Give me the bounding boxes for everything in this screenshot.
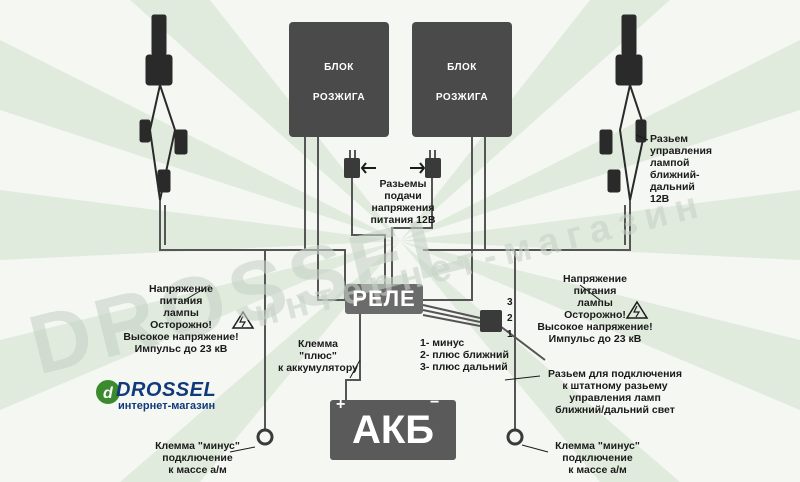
pin-2: 2 xyxy=(507,313,513,324)
high-voltage-warning-icon xyxy=(625,300,649,319)
label-lamp-voltage-left: Напряжение питания лампы Осторожно! Высо… xyxy=(123,283,239,355)
ground-terminal-right xyxy=(506,428,524,446)
unit-right-label-1: БЛОК xyxy=(447,62,477,73)
label-lamp-control: Разьем управления лампой ближний- дальни… xyxy=(650,133,713,205)
svg-text:d: d xyxy=(103,385,114,402)
logo-sub: интернет-магазин xyxy=(118,400,216,412)
pin-3: 3 xyxy=(507,297,513,308)
lamp-right xyxy=(599,14,647,201)
leader-lines xyxy=(184,134,649,453)
unit-left-label-2: РОЗЖИГА xyxy=(312,92,366,103)
label-minus-left: Клемма "минус" подключение к массе а/м xyxy=(155,440,240,476)
ignition-unit-left xyxy=(289,22,389,137)
pin-1: 1 xyxy=(507,329,513,340)
label-lamp-voltage-right: Напряжение питания лампы Осторожно! Высо… xyxy=(537,273,653,345)
relay xyxy=(345,284,423,314)
ignition-unit-right xyxy=(412,22,512,137)
power-connector-arrows xyxy=(360,162,426,174)
label-plus-clamp: Клемма "плюс" к аккумулятору xyxy=(278,338,358,374)
power-connector-left xyxy=(344,158,360,178)
relay-label: РЕЛЕ xyxy=(352,286,416,311)
power-connector-right xyxy=(425,158,441,178)
label-connector-desc: Разьем для подключения к штатному разьем… xyxy=(547,368,683,416)
control-connector xyxy=(480,310,502,332)
lamp-left xyxy=(139,14,188,201)
label-wires-legend: 1- минус 2- плюс ближний 3- плюс дальний xyxy=(420,337,509,373)
battery-minus-sign: − xyxy=(430,394,440,411)
unit-right-label-2: РОЗЖИГА xyxy=(435,92,489,103)
unit-left-label-1: БЛОК xyxy=(324,62,354,73)
drossel-logo-icon: d xyxy=(96,380,120,404)
battery xyxy=(330,400,456,460)
high-voltage-warning-icon xyxy=(231,310,255,329)
label-power-connectors: Разьемы подачи напряжения питания 12В xyxy=(370,178,436,226)
label-minus-right: Клемма "минус" подключение к массе а/м xyxy=(555,440,640,476)
battery-plus-sign: + xyxy=(336,396,346,413)
logo-brand: DROSSEL xyxy=(116,379,217,401)
ground-terminal-left xyxy=(256,428,274,446)
battery-label: АКБ xyxy=(351,408,435,452)
